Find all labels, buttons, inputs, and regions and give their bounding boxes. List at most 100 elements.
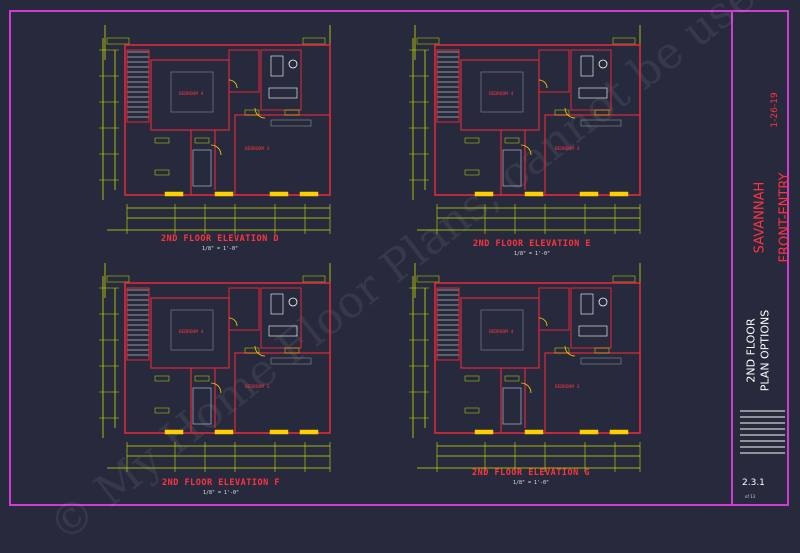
project-date: 1-26-19 <box>770 92 780 128</box>
sheet-number: 2.3.1 <box>742 478 765 488</box>
door-swing <box>520 382 532 394</box>
shelf-fixture <box>580 357 622 365</box>
dimension-label <box>106 275 130 283</box>
bathroom-walls <box>570 287 612 349</box>
dimension-label <box>504 137 520 144</box>
plan-scale: 1/8" = 1'-0" <box>512 480 550 486</box>
project-name-line1: SAVANNAH <box>752 181 768 254</box>
window <box>474 191 494 197</box>
dimension-label <box>244 347 260 354</box>
dimension-label <box>416 37 440 45</box>
toilet-fixture <box>598 59 608 69</box>
dimension-label <box>612 275 636 283</box>
bed-outline <box>480 309 524 351</box>
plan-scale: 1/8" = 1'-0" <box>513 251 551 257</box>
bedroom-4-label: BEDROOM 4 <box>179 329 204 335</box>
floor-plans-drawing: BEDROOM 4 BEDROOM 3 BEDROOM 4 BEDROOM 3 BEDR… <box>99 25 641 472</box>
plan-g: BEDROOM 4 BEDROOM 3 <box>409 263 641 472</box>
plan-caption-d: 2ND FLOOR ELEVATION D 1/8" = 1'-0" <box>120 234 320 252</box>
plan-caption-f: 2ND FLOOR ELEVATION F 1/8" = 1'-0" <box>121 478 321 496</box>
dimension-label <box>594 347 610 354</box>
sheet-title-line1: 2ND FLOOR <box>744 318 758 383</box>
vanity-fixture <box>268 325 298 337</box>
window <box>474 429 494 435</box>
door-swing <box>210 144 222 156</box>
dimension-label <box>106 37 130 45</box>
stair-wall <box>436 49 460 123</box>
bedroom-3-label: BEDROOM 3 <box>555 384 580 390</box>
drawing-sheet: © My Home Floor Plans, cannot be used fo… <box>9 0 800 553</box>
bedroom-4-label: BEDROOM 4 <box>489 329 514 335</box>
linen-closet <box>502 387 522 425</box>
dimension-label <box>464 169 480 176</box>
linen-closet <box>502 149 522 187</box>
plan-caption-g: 2ND FLOOR ELEVATION G 1/8" = 1'-0" <box>431 468 631 486</box>
bedroom-3-label: BEDROOM 3 <box>555 146 580 152</box>
tub-fixture <box>580 293 594 315</box>
shelf-fixture <box>580 119 622 127</box>
door-swing <box>538 79 548 89</box>
tub-fixture <box>270 55 284 77</box>
dimension-label <box>244 109 260 116</box>
revision-notes-block <box>740 410 785 458</box>
toilet-fixture <box>288 297 298 307</box>
tub-fixture <box>270 293 284 315</box>
closet-walls <box>228 49 260 93</box>
door-swing <box>228 79 238 89</box>
bedroom-4-walls <box>460 59 540 131</box>
dimension-label <box>284 347 300 354</box>
dimension-label <box>284 109 300 116</box>
window <box>214 191 234 197</box>
plan-title: 2ND FLOOR ELEVATION G <box>472 468 590 478</box>
stair-wall <box>436 287 460 361</box>
sheet-border <box>9 10 789 506</box>
stair-wall <box>126 49 150 123</box>
bed-outline <box>480 71 524 113</box>
dimension-label <box>612 37 636 45</box>
window <box>164 429 184 435</box>
dimension-label <box>504 375 520 382</box>
bedroom-3-label: BEDROOM 3 <box>245 384 270 390</box>
dimension-label <box>464 375 480 382</box>
linen-closet <box>192 387 212 425</box>
vanity-fixture <box>578 325 608 337</box>
toilet-fixture <box>598 297 608 307</box>
bed-outline <box>170 309 214 351</box>
window <box>299 429 319 435</box>
bedroom-4-walls <box>460 297 540 369</box>
bathroom-walls <box>260 49 302 111</box>
vanity-fixture <box>268 87 298 99</box>
sheet-count: of 13 <box>745 494 756 499</box>
dimension-label <box>554 109 570 116</box>
closet-walls <box>538 287 570 331</box>
bedroom-3-walls <box>544 352 641 434</box>
bedroom-4-walls <box>150 59 230 131</box>
closet-walls <box>538 49 570 93</box>
dimension-label <box>302 275 326 283</box>
closet-walls <box>228 287 260 331</box>
plan-title: 2ND FLOOR ELEVATION E <box>473 239 591 249</box>
window <box>609 429 629 435</box>
window <box>609 191 629 197</box>
dimension-label <box>154 137 170 144</box>
window <box>269 191 289 197</box>
dimension-label <box>194 375 210 382</box>
bedroom-3-walls <box>234 114 331 196</box>
window <box>164 191 184 197</box>
dimension-label <box>416 275 440 283</box>
dimension-label <box>154 407 170 414</box>
plan-caption-e: 2ND FLOOR ELEVATION E 1/8" = 1'-0" <box>432 239 632 257</box>
bathroom-walls <box>570 49 612 111</box>
plan-scale: 1/8" = 1'-0" <box>201 246 239 252</box>
bedroom-4-label: BEDROOM 4 <box>179 91 204 97</box>
title-block-divider <box>731 12 733 504</box>
project-name-line2: FRONT-ENTRY <box>777 172 793 263</box>
window <box>524 191 544 197</box>
toilet-fixture <box>288 59 298 69</box>
door-swing <box>228 317 238 327</box>
dimension-label <box>194 137 210 144</box>
window <box>299 191 319 197</box>
window <box>269 429 289 435</box>
